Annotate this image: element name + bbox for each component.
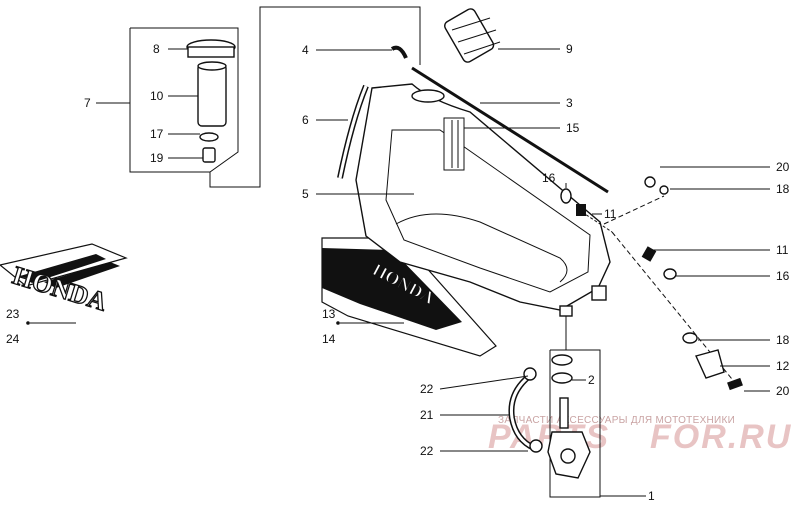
callout-22a: 22: [420, 382, 434, 396]
screw-16-part: [560, 188, 572, 204]
washer-2b-part: [551, 372, 573, 384]
callout-18a: 18: [776, 182, 790, 196]
callout-9: 9: [566, 42, 573, 56]
clamp-22b-part: [529, 439, 543, 453]
tank-mount-bracket: [591, 285, 607, 301]
nut-11-part: [576, 204, 586, 216]
callout-8: 8: [153, 42, 160, 56]
fuel-tank: [355, 83, 611, 311]
callout-15: 15: [566, 121, 580, 135]
callout-16b: 16: [776, 269, 790, 283]
callout-19: 19: [150, 151, 164, 165]
callout-20a: 20: [776, 160, 790, 174]
dot-23: [26, 321, 30, 325]
tank-decal: HONDA: [321, 237, 497, 357]
callout-12: 12: [776, 359, 790, 373]
bolt-20b-part: [727, 377, 743, 391]
callout-7: 7: [84, 96, 91, 110]
callout-1: 1: [648, 489, 655, 503]
leader-lines: [30, 48, 770, 497]
tank-outlet-fitting: [559, 305, 573, 317]
tank-decal-black: [322, 248, 462, 330]
tank-outline: [355, 83, 611, 311]
callout-3: 3: [566, 96, 573, 110]
collar-18b-part: [682, 332, 698, 344]
callout-11a: 11: [604, 207, 617, 221]
breather-hose-part: [390, 45, 408, 59]
callout-20b: 20: [776, 384, 790, 398]
callout-22b: 22: [420, 444, 434, 458]
gasket-part: [199, 132, 219, 142]
fuel-filter-part: [197, 63, 227, 127]
callout-18b: 18: [776, 333, 790, 347]
callout-14: 14: [322, 332, 336, 346]
callout-6: 6: [302, 113, 309, 127]
tank-panel-curve: [395, 213, 568, 283]
fuel-cock-assembly: [547, 305, 601, 498]
pump-to-tank-leader: [209, 6, 421, 188]
left-decal: HONDA: [0, 243, 128, 317]
filter-top: [197, 61, 227, 71]
callout-21: 21: [420, 408, 434, 422]
callout-4: 4: [302, 43, 309, 57]
callout-2: 2: [588, 373, 595, 387]
decal-stripe-band-2: [44, 262, 120, 288]
callout-17: 17: [150, 127, 164, 141]
tank-rod-part: [411, 66, 609, 194]
watermark-caption: ЗАПЧАСТИ АКСЕССУАРЫ ДЛЯ МОТОТЕХНИКИ: [498, 415, 735, 426]
petcock-screen-part: [559, 397, 569, 429]
callout-10: 10: [150, 89, 164, 103]
bolt-20-part: [644, 176, 656, 188]
fitting-part: [202, 147, 216, 163]
callout-13: 13: [322, 307, 336, 321]
cylinder-part: [444, 8, 501, 63]
washer-18-part: [659, 185, 669, 195]
callout-16a: 16: [542, 171, 556, 185]
callout-23: 23: [6, 307, 20, 321]
fuel-cap-body: [187, 46, 235, 58]
callout-24: 24: [6, 332, 20, 346]
callout-5: 5: [302, 187, 309, 201]
tank-inner-panel: [385, 129, 591, 293]
clamp-22a-part: [523, 367, 537, 381]
watermark-brand-right: FOR.RU: [650, 418, 792, 456]
nut-11b-part: [641, 246, 657, 262]
filler-tube: [443, 117, 465, 171]
decal-stripe-band-1: [20, 254, 106, 283]
dot-13: [336, 321, 340, 325]
screw-16b-part: [663, 268, 677, 280]
callout-11b: 11: [776, 243, 789, 257]
callouts: 8 10 17 19 7 4 6 5 9 3 15 16 11 20 18 11…: [6, 42, 790, 503]
watermark: PARTS FOR.RU ЗАПЧАСТИ АКСЕССУАРЫ ДЛЯ МОТ…: [488, 415, 792, 456]
fuel-pump-assembly: [129, 6, 421, 188]
washer-2a-part: [551, 354, 573, 366]
pump-assembly-frame: [129, 27, 239, 173]
bracket-12-part: [695, 349, 725, 379]
filler-neck-part: [411, 89, 445, 103]
